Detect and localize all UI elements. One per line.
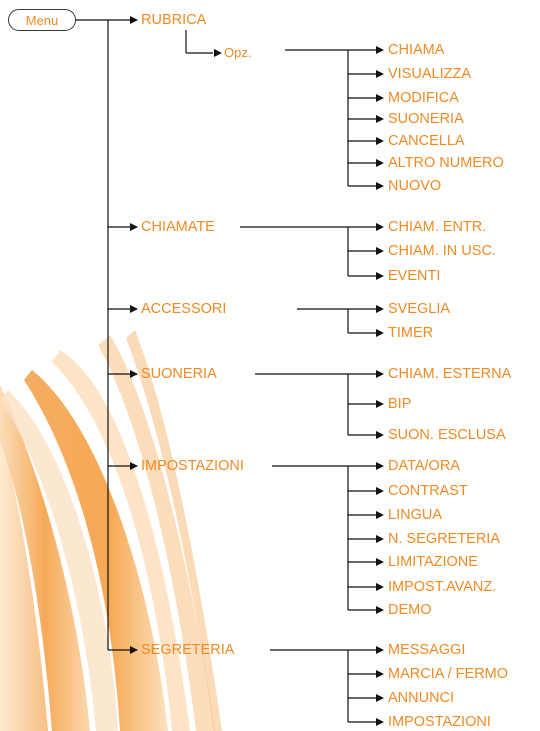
arrowhead-icon bbox=[376, 606, 384, 614]
segreteria-label[interactable]: SEGRETERIA bbox=[141, 642, 235, 658]
rubrica-item-visualizza[interactable]: VISUALIZZA bbox=[388, 66, 471, 82]
arrowhead-icon bbox=[376, 115, 384, 123]
rubrica-item-suoneria[interactable]: SUONERIA bbox=[388, 111, 464, 127]
arrowhead-icon bbox=[130, 305, 138, 313]
suoneria-item-bip[interactable]: BIP bbox=[388, 396, 412, 412]
arrowhead-icon bbox=[130, 223, 138, 231]
rubrica-label[interactable]: RUBRICA bbox=[141, 12, 207, 28]
chiamate-item-chiam-entr[interactable]: CHIAM. ENTR. bbox=[388, 219, 487, 235]
segreteria-item-annunci[interactable]: ANNUNCI bbox=[388, 690, 455, 706]
segreteria-item-marcia-fermo[interactable]: MARCIA / FERMO bbox=[388, 666, 509, 682]
segreteria-item-messaggi[interactable]: MESSAGGI bbox=[388, 642, 466, 658]
arrowhead-icon bbox=[376, 159, 384, 167]
arrowhead-icon bbox=[376, 182, 384, 190]
arrowhead-icon bbox=[376, 511, 384, 519]
arrowhead-icon bbox=[376, 487, 384, 495]
impostazioni-label[interactable]: IMPOSTAZIONI bbox=[141, 458, 244, 474]
arrowhead-icon bbox=[376, 431, 384, 439]
arrowhead-icon bbox=[376, 558, 384, 566]
impostazioni-item-data-ora[interactable]: DATA/ORA bbox=[388, 458, 460, 474]
arrowhead-icon bbox=[376, 94, 384, 102]
suoneria-item-chiam-esterna[interactable]: CHIAM. ESTERNA bbox=[388, 366, 512, 382]
arrowhead-icon bbox=[130, 646, 138, 654]
arrowhead-icon bbox=[376, 646, 384, 654]
arrowhead-icon bbox=[376, 583, 384, 591]
impostazioni-item-impost-avanz[interactable]: IMPOST.AVANZ. bbox=[388, 579, 497, 595]
arrowhead-icon bbox=[130, 370, 138, 378]
accessori-item-timer[interactable]: TIMER bbox=[388, 325, 434, 341]
impostazioni-item-n-segreteria[interactable]: N. SEGRETERIA bbox=[388, 531, 500, 547]
chiamate-item-chiam-in-usc[interactable]: CHIAM. IN USC. bbox=[388, 243, 496, 259]
chiamate-label[interactable]: CHIAMATE bbox=[141, 219, 215, 235]
arrowhead-icon bbox=[376, 247, 384, 255]
impostazioni-item-limitazione[interactable]: LIMITAZIONE bbox=[388, 554, 478, 570]
arrowhead-icon bbox=[376, 462, 384, 470]
arrowhead-icon bbox=[376, 46, 384, 54]
rubrica-item-modifica[interactable]: MODIFICA bbox=[388, 90, 459, 106]
rubrica-item-altro-numero[interactable]: ALTRO NUMERO bbox=[388, 155, 504, 171]
suoneria-item-suon-esclusa[interactable]: SUON. ESCLUSA bbox=[388, 427, 506, 443]
impostazioni-item-demo[interactable]: DEMO bbox=[388, 602, 432, 618]
rubrica-item-nuovo[interactable]: NUOVO bbox=[388, 178, 442, 194]
segreteria-item-impostazioni[interactable]: IMPOSTAZIONI bbox=[388, 714, 491, 730]
arrowhead-icon bbox=[376, 305, 384, 313]
chiamate-item-eventi[interactable]: EVENTI bbox=[388, 268, 441, 284]
arrowhead-icon bbox=[130, 462, 138, 470]
arrowhead-icon bbox=[376, 718, 384, 726]
menu-button[interactable]: Menu bbox=[8, 9, 76, 31]
arrowhead-icon bbox=[376, 670, 384, 678]
suoneria-label[interactable]: SUONERIA bbox=[141, 366, 217, 382]
impostazioni-item-lingua[interactable]: LINGUA bbox=[388, 507, 442, 523]
arrowhead-icon bbox=[376, 272, 384, 280]
arrowhead-icon bbox=[376, 370, 384, 378]
arrowhead-icon bbox=[376, 400, 384, 408]
accessori-item-sveglia[interactable]: SVEGLIA bbox=[388, 301, 451, 317]
impostazioni-item-contrast[interactable]: CONTRAST bbox=[388, 483, 468, 499]
rubrica-item-cancella[interactable]: CANCELLA bbox=[388, 133, 465, 149]
arrowhead-icon bbox=[376, 137, 384, 145]
arrowhead-icon bbox=[376, 535, 384, 543]
arrowhead-icon bbox=[376, 329, 384, 337]
arrowhead-icon bbox=[376, 694, 384, 702]
rubrica-opz-label[interactable]: Opz. bbox=[224, 45, 252, 60]
arrowhead-icon bbox=[214, 49, 222, 57]
arrowhead-icon bbox=[376, 223, 384, 231]
arrowhead-icon bbox=[130, 16, 138, 24]
rubrica-item-chiama[interactable]: CHIAMA bbox=[388, 42, 445, 58]
accessori-label[interactable]: ACCESSORI bbox=[141, 301, 227, 317]
arrowhead-icon bbox=[376, 70, 384, 78]
